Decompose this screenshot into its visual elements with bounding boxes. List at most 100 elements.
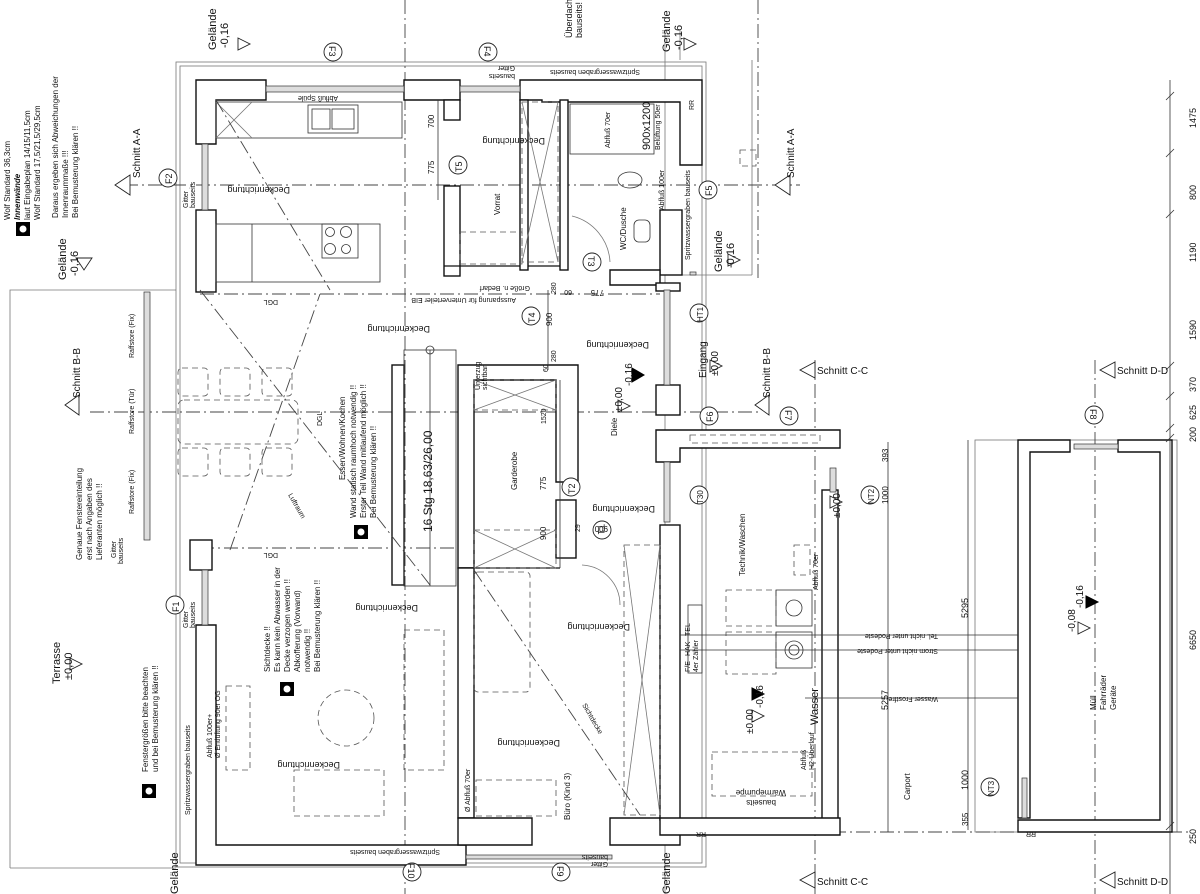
- level-value: ±0,00: [745, 709, 756, 734]
- rr-label: RR: [696, 830, 706, 837]
- door-tag: T30: [696, 490, 705, 504]
- grille-label: bauseits: [190, 601, 197, 628]
- window-tag: F4: [482, 46, 492, 57]
- ceiling-note: Es kann kein Abwasser in der: [273, 567, 282, 672]
- dim: 775: [427, 160, 436, 174]
- legend-line: Wolf Standard 36,3cm: [3, 141, 12, 220]
- ceiling-direction-labels: Deckenrichtung Deckenrichtung Deckenrich…: [227, 136, 655, 770]
- ceiling-note: Bei Bemusterung klären !!: [313, 580, 322, 672]
- dim: 250: [1188, 829, 1198, 844]
- shower-size: 900x1200: [641, 102, 653, 150]
- window-tag: F1: [171, 601, 181, 612]
- ceiling-direction: Deckenrichtung: [497, 738, 560, 748]
- overflow-label: H2-Überlauf: [808, 732, 816, 770]
- dim: 775: [539, 476, 548, 490]
- grille-label: Gitter: [183, 190, 190, 208]
- living-drain-label: Abfluß 100er+: [207, 714, 214, 758]
- dim: 393: [881, 448, 890, 462]
- section-dd-label: Schnitt D-D: [1117, 877, 1168, 888]
- sink-drain-label: Abfluß Spüle: [298, 94, 338, 101]
- overflow-label: Abfluß: [801, 750, 808, 770]
- dim: 1000: [881, 486, 890, 504]
- dim: 800: [1188, 185, 1198, 200]
- misc-labels: Spritzwassergraben bauseits Spritzwasser…: [111, 64, 1036, 867]
- dim: 200: [1188, 427, 1198, 442]
- terrain-level: -0,16: [673, 25, 685, 50]
- door-tag: NT3: [987, 780, 996, 796]
- dim: 900: [594, 524, 608, 533]
- legend-line: Innenwände: [13, 173, 22, 220]
- level-value: ±0,00: [710, 351, 721, 376]
- section-aa-label: Schnitt A-A: [786, 128, 797, 178]
- terrain-label: Gelände: [169, 852, 181, 894]
- beam-size-label: Größe n. Bedarf: [480, 284, 530, 291]
- room-carport: Carport: [903, 773, 912, 800]
- door-tag: HT1: [696, 306, 705, 322]
- terrain-label: Gelände: [207, 8, 219, 50]
- right-dimension-chain: 1475 800 1190 1590 370 625 200 6650 250: [1165, 91, 1198, 844]
- room-storage: Geräte: [1109, 685, 1118, 710]
- dim: 280: [551, 350, 558, 362]
- visible-ceiling-label: Sichtdecke: [580, 703, 603, 736]
- section-cc-label: Schnitt C-C: [817, 366, 868, 377]
- ceiling-direction: Deckenrichtung: [367, 324, 430, 334]
- section-dd-label: Schnitt D-D: [1117, 366, 1168, 377]
- tel-note: Tel. nicht unter Podeste: [865, 632, 938, 639]
- internal-dimensions: 775 700 775 60 280 900 280 60 1520 775 9…: [427, 114, 970, 826]
- kitchen-furniture: [215, 101, 403, 283]
- window-tag: F2: [164, 173, 174, 184]
- beam-label: sichtbar: [482, 365, 489, 390]
- splash-label: Spritzwassergraben bauseits: [685, 170, 692, 260]
- water-frost-note: Wasser Frostfrei: [886, 695, 938, 702]
- meter-box: F/E: [685, 661, 692, 672]
- dim: 1520: [541, 408, 548, 424]
- grille-label: bauseits: [190, 181, 197, 208]
- terrace-level: ±0,00: [63, 653, 75, 680]
- living-furniture: [177, 99, 445, 817]
- splash-label: Spritzwassergraben bauseits: [550, 68, 640, 75]
- legend-note: Bei Bemusterung klären !!: [71, 126, 80, 218]
- wall-note: Bei Bemusterung klären !!: [369, 426, 378, 518]
- grille-label: bauseits: [118, 537, 125, 564]
- ceiling-direction: Deckenrichtung: [355, 603, 418, 613]
- rr-label: RR: [1026, 830, 1036, 837]
- room-entrance: Eingang: [698, 341, 709, 378]
- ceiling-note: Sichtdecke !!: [263, 626, 272, 672]
- terrain-label: Gelände: [57, 238, 69, 280]
- room-wardrobe: Garderobe: [510, 451, 519, 490]
- legend-line: Wolf Standard 17,5/21,5/29,5cm: [33, 105, 42, 220]
- window-tag: F8: [1088, 409, 1098, 420]
- utility-fixtures: [680, 544, 1018, 797]
- terrain-label: Gelände: [713, 230, 725, 272]
- grille-label: bauseits: [581, 853, 608, 860]
- wc-fixtures: [569, 103, 655, 263]
- vent-label: Belüftung 50er: [655, 104, 662, 150]
- terrain-level: -0,16: [69, 251, 81, 276]
- level-value: ±0,00: [832, 493, 843, 518]
- splash-label: Spritzwassergraben bauseits: [350, 848, 440, 855]
- note-icons: [16, 222, 368, 798]
- office-furniture: [473, 564, 641, 817]
- window-tag: F3: [327, 46, 337, 57]
- door-tag: NT2: [867, 488, 876, 504]
- room-wc: WC/Dusche: [619, 207, 628, 250]
- terrain-level: -0,16: [725, 243, 737, 268]
- window-tags: F1 F2 F3 F4 F5 F6 F7 F8 F9 F10: [164, 46, 1098, 879]
- dim: 60: [564, 288, 572, 295]
- grille-label: Gitter: [183, 610, 190, 628]
- heatpump-label: bauseits: [746, 798, 776, 807]
- rr-label: RR: [689, 100, 696, 110]
- section-labels: Schnitt A-A Schnitt A-A Schnitt B-B Schn…: [72, 128, 1168, 888]
- level-value: -0,08: [1067, 609, 1078, 632]
- drain-label: Abfluß 70er: [605, 111, 612, 148]
- terrain-label: Gelände: [661, 10, 673, 52]
- raffstore-label: Raffstore (Fix): [129, 470, 136, 514]
- dim: 60: [543, 364, 550, 372]
- level-value: -0,16: [624, 363, 635, 386]
- dim: 29: [575, 524, 582, 532]
- terrain-level: -0,16: [219, 23, 231, 48]
- ceiling-direction: Deckenrichtung: [482, 136, 545, 146]
- section-bb-label: Schnitt B-B: [72, 348, 83, 398]
- ceiling-direction: Deckenrichtung: [567, 622, 630, 632]
- door-tag: T4: [527, 312, 537, 323]
